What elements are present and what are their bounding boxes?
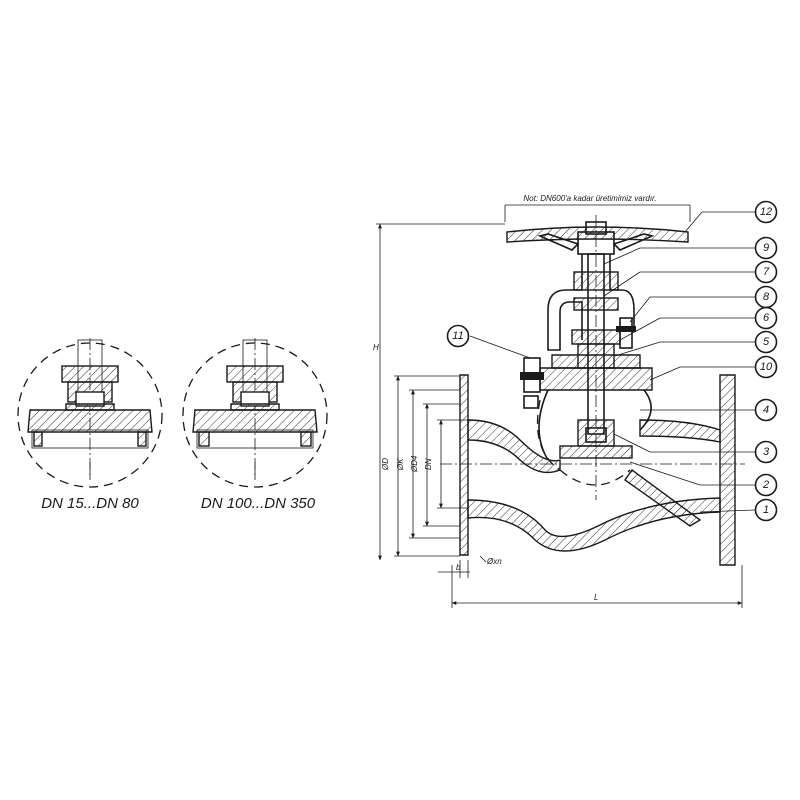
part-bubble-12: 12 xyxy=(754,200,778,224)
part-bubble-5: 5 xyxy=(754,330,778,354)
detail-caption-small: DN 15...DN 80 xyxy=(41,495,139,512)
detail-caption-large: DN 100...DN 350 xyxy=(201,495,316,512)
dim-length-label: L xyxy=(594,593,598,602)
body-upper-left xyxy=(467,419,561,474)
seat-wall xyxy=(624,469,702,527)
yoke-right xyxy=(609,254,635,330)
part-bubble-11: 11 xyxy=(446,324,470,348)
svg-text:1: 1 xyxy=(763,504,769,516)
dim-flange-thickness-label: b xyxy=(456,563,461,572)
svg-text:10: 10 xyxy=(760,361,773,373)
body-lower xyxy=(467,497,721,552)
svg-text:8: 8 xyxy=(763,291,770,303)
part-bubble-10: 10 xyxy=(754,355,778,379)
yoke-left xyxy=(547,254,583,351)
detail-disc xyxy=(192,409,318,433)
part-bubble-6: 6 xyxy=(754,306,778,330)
part-bubble-4: 4 xyxy=(754,398,778,422)
part-bubble-3: 3 xyxy=(754,440,778,464)
detail-seat xyxy=(196,429,314,449)
detail-gland-nut xyxy=(226,365,284,383)
body-upper-right xyxy=(639,419,721,443)
part-bubble-8: 8 xyxy=(754,285,778,309)
svg-text:3: 3 xyxy=(763,446,770,458)
svg-text:9: 9 xyxy=(763,242,769,254)
dim-bolt-holes-label: Øxn xyxy=(486,557,502,566)
dim-dn-label: DN xyxy=(424,458,433,470)
part-bubble-2: 2 xyxy=(754,473,778,497)
svg-text:5: 5 xyxy=(763,336,770,348)
gland-flange xyxy=(571,329,621,345)
left-flange xyxy=(459,374,469,556)
detail-view-small: DN 15...DN 80 xyxy=(17,338,163,512)
dim-height-label: H xyxy=(373,343,379,352)
detail-seat xyxy=(31,429,149,449)
dim-diam-k-label: ØK xyxy=(396,458,405,471)
svg-text:7: 7 xyxy=(763,266,770,278)
detail-disc xyxy=(27,409,153,433)
svg-text:12: 12 xyxy=(760,206,772,218)
svg-text:6: 6 xyxy=(763,312,770,324)
disc-face xyxy=(559,445,633,459)
bonnet xyxy=(539,367,653,391)
svg-text:11: 11 xyxy=(452,330,463,342)
detail-gland-nut xyxy=(61,365,119,383)
dim-diam-d-label: ØD xyxy=(381,458,390,471)
part-bubble-7: 7 xyxy=(754,260,778,284)
right-flange xyxy=(719,374,736,566)
part-bubble-9: 9 xyxy=(754,236,778,260)
production-note: Not: DN600'a kadar üretimimiz vardır. xyxy=(523,194,656,203)
gland-bolt xyxy=(619,317,633,349)
part-bubble-1: 1 xyxy=(754,498,778,522)
valve-main-section: Not: DN600'a kadar üretimimiz vardır. xyxy=(373,194,778,608)
detail-view-large: DN 100...DN 350 xyxy=(182,338,328,512)
svg-text:2: 2 xyxy=(762,479,769,491)
part-callouts: 12 9 7 8 6 5 10 4 3 2 1 11 xyxy=(446,200,778,522)
svg-text:4: 4 xyxy=(763,404,769,416)
dim-diam-d4-label: ØD4 xyxy=(410,455,419,473)
